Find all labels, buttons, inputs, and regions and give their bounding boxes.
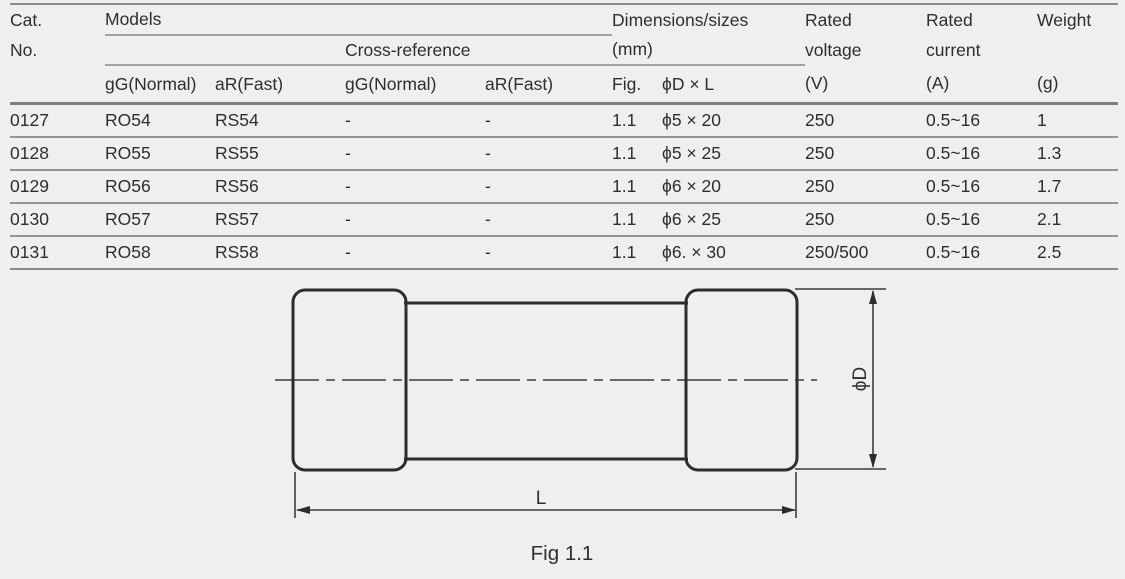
cell-cross-gg: - <box>345 236 485 270</box>
cell-current: 0.5~16 <box>926 103 1038 138</box>
col-header-dimensions-line1: Dimensions/sizes <box>612 9 749 30</box>
table-row: 0130 RO57 RS57 - - 1.1 ϕ6 × 25 250 0.5~1… <box>10 203 1119 237</box>
cell-voltage: 250 <box>805 103 927 138</box>
col-header-rated-voltage-line1: Rated <box>805 9 852 30</box>
cell-cat-no: 0128 <box>10 137 105 171</box>
cell-dimensions: ϕ5 × 25 <box>662 137 806 171</box>
cell-cross-ar: - <box>485 103 613 138</box>
subheader-models-ar: aR(Fast) <box>215 65 345 105</box>
cell-cat-no: 0129 <box>10 170 105 204</box>
header-row-2: No. Cross-reference (mm) voltage current <box>10 35 1118 66</box>
diameter-dimension-label: ϕD <box>850 367 871 391</box>
col-header-rated-current-line1: Rated <box>926 9 973 30</box>
subheader-current-unit: (A) <box>926 65 1038 105</box>
cell-weight: 1 <box>1037 103 1119 138</box>
cell-model-gg: RO54 <box>105 103 215 138</box>
arrowhead-down-icon <box>869 454 877 468</box>
col-header-rated-voltage-line2: voltage <box>805 39 862 60</box>
cell-dimensions: ϕ6. × 30 <box>662 236 806 270</box>
subheader-voltage-unit: (V) <box>805 65 927 105</box>
col-header-models: Models <box>105 4 613 36</box>
figure-caption: Fig 1.1 <box>531 542 594 565</box>
col-header-dimensions-line2: (mm) <box>612 35 806 66</box>
cell-weight: 2.5 <box>1037 236 1119 270</box>
col-header-rated-current-line2: current <box>926 39 981 60</box>
subheader-fig: Fig. <box>612 65 663 105</box>
cell-current: 0.5~16 <box>926 203 1038 237</box>
subheader-diameter-length: ϕD × L <box>662 65 806 105</box>
cell-fig: 1.1 <box>612 137 663 171</box>
length-dimension-label: L <box>536 488 547 509</box>
header-row-3: gG(Normal) aR(Fast) gG(Normal) aR(Fast) … <box>10 65 1119 105</box>
table-row: 0127 RO54 RS54 - - 1.1 ϕ5 × 20 250 0.5~1… <box>10 103 1119 138</box>
cell-weight: 1.7 <box>1037 170 1119 204</box>
cell-weight: 2.1 <box>1037 203 1119 237</box>
cell-fig: 1.1 <box>612 203 663 237</box>
cell-voltage: 250 <box>805 203 927 237</box>
cell-cat-no: 0130 <box>10 203 105 237</box>
table-row: 0129 RO56 RS56 - - 1.1 ϕ6 × 20 250 0.5~1… <box>10 170 1119 204</box>
fuse-dimension-drawing: ϕD L Fig 1.1 <box>275 288 886 565</box>
cell-cross-ar: - <box>485 137 613 171</box>
end-cap-right <box>684 288 799 472</box>
cell-cross-ar: - <box>485 170 613 204</box>
arrowhead-up-icon <box>869 290 877 304</box>
weight-spacer <box>1037 35 1118 65</box>
cell-weight: 1.3 <box>1037 137 1119 171</box>
cell-current: 0.5~16 <box>926 137 1038 171</box>
arrowhead-left-icon <box>296 506 310 514</box>
cell-model-gg: RO57 <box>105 203 215 237</box>
table-row: 0128 RO55 RS55 - - 1.1 ϕ5 × 25 250 0.5~1… <box>10 137 1119 171</box>
cell-cross-gg: - <box>345 170 485 204</box>
subheader-weight-unit: (g) <box>1037 65 1119 105</box>
cell-voltage: 250 <box>805 137 927 171</box>
arrowhead-right-icon <box>782 506 796 514</box>
subheader-models-gg: gG(Normal) <box>105 65 215 105</box>
col-header-weight: Weight <box>1037 9 1092 30</box>
cell-dimensions: ϕ6 × 20 <box>662 170 806 204</box>
cell-model-ar: RS57 <box>215 203 345 237</box>
cell-model-ar: RS54 <box>215 103 345 138</box>
end-cap-left <box>291 288 408 472</box>
cell-model-gg: RO56 <box>105 170 215 204</box>
cell-model-gg: RO55 <box>105 137 215 171</box>
cell-fig: 1.1 <box>612 170 663 204</box>
cell-cross-gg: - <box>345 103 485 138</box>
cell-dimensions: ϕ6 × 25 <box>662 203 806 237</box>
cell-current: 0.5~16 <box>926 236 1038 270</box>
cell-fig: 1.1 <box>612 103 663 138</box>
col-header-cat-line2: No. <box>10 39 38 60</box>
cell-cross-gg: - <box>345 137 485 171</box>
cell-model-gg: RO58 <box>105 236 215 270</box>
cell-cat-no: 0131 <box>10 236 105 270</box>
models-group-spacer <box>105 35 345 66</box>
cell-dimensions: ϕ5 × 20 <box>662 103 806 138</box>
cell-fig: 1.1 <box>612 236 663 270</box>
fuse-spec-table: Cat. Models Dimensions/sizes Rated Rated… <box>10 3 1119 270</box>
cell-voltage: 250 <box>805 170 927 204</box>
table-row: 0131 RO58 RS58 - - 1.1 ϕ6. × 30 250/500 … <box>10 236 1119 270</box>
subheader-cross-gg: gG(Normal) <box>345 65 485 105</box>
cell-model-ar: RS55 <box>215 137 345 171</box>
cat-spacer <box>10 65 105 105</box>
cell-cat-no: 0127 <box>10 103 105 138</box>
cell-voltage: 250/500 <box>805 236 927 270</box>
cell-model-ar: RS56 <box>215 170 345 204</box>
cell-cross-ar: - <box>485 236 613 270</box>
cell-current: 0.5~16 <box>926 170 1038 204</box>
header-row-1: Cat. Models Dimensions/sizes Rated Rated… <box>10 4 1118 36</box>
cell-cross-ar: - <box>485 203 613 237</box>
cell-cross-gg: - <box>345 203 485 237</box>
subheader-cross-ar: aR(Fast) <box>485 65 613 105</box>
col-header-cross-reference: Cross-reference <box>345 35 613 66</box>
col-header-cat-line1: Cat. <box>10 9 43 30</box>
cell-model-ar: RS58 <box>215 236 345 270</box>
